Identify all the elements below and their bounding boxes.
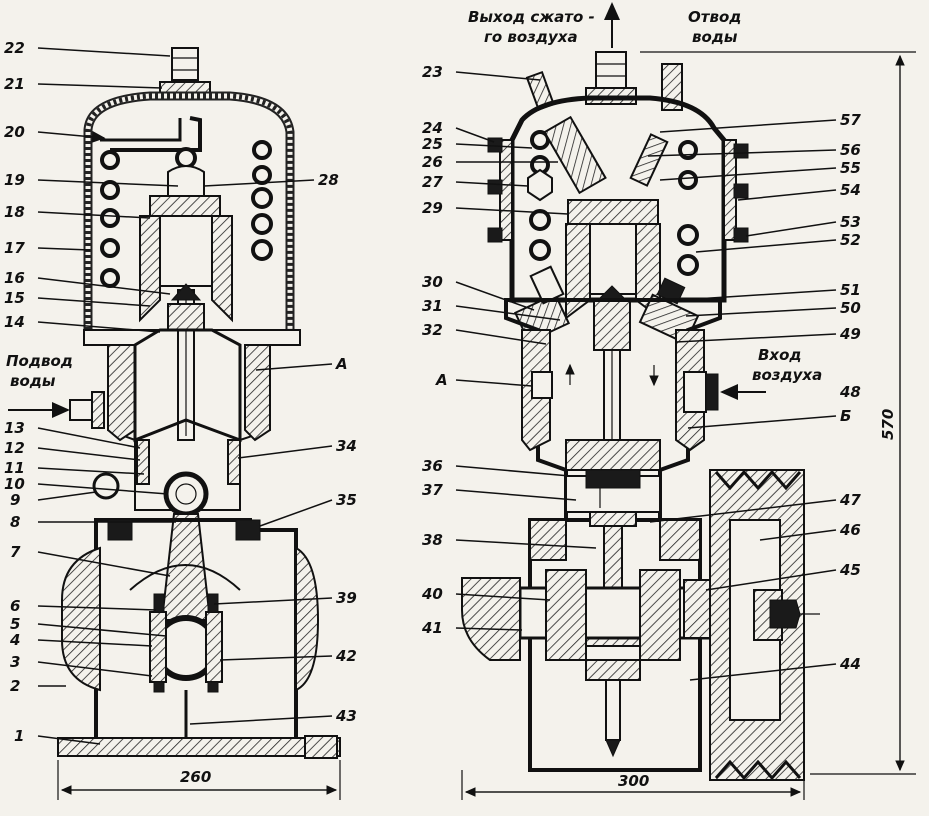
callout-43: 43 [335,707,357,725]
callout-53: 53 [840,213,861,231]
chamber-label-a-left: А [335,355,348,373]
callout-44: 44 [839,655,861,673]
callout-22: 22 [4,39,25,57]
callout-26: 26 [422,153,443,171]
callout-54: 54 [840,181,861,199]
callout-41: 41 [421,619,443,637]
callout-15: 15 [4,289,25,307]
pulley [709,469,805,781]
air-outlet-label-line2: го воздуха [484,28,578,46]
callout-51: 51 [840,281,861,299]
callout-8: 8 [10,513,20,531]
callout-4: 4 [9,631,20,649]
callout-27: 27 [422,173,443,191]
callout-2: 2 [10,677,20,695]
water-inlet-label-line1: Подвод [6,352,73,370]
water-outlet-label-line2: воды [692,28,738,46]
callout-40: 40 [421,585,443,603]
callout-37: 37 [422,481,443,499]
chamber-label-a-right: А [435,371,448,389]
right-sectional-view [461,51,820,781]
dimension-300: 300 [618,772,649,790]
callout-23: 23 [422,63,443,81]
callout-49: 49 [839,325,861,343]
callout-32: 32 [422,321,443,339]
callout-17: 17 [4,239,25,257]
water-outlet-label-line1: Отвод [688,8,741,26]
callout-10: 10 [4,475,25,493]
callout-55: 55 [840,159,861,177]
dimension-lines [57,51,916,800]
callout-9: 9 [10,491,20,509]
cooling-coil-left [100,150,120,288]
callout-16: 16 [4,269,25,287]
callout-3: 3 [10,653,20,671]
callout-35: 35 [336,491,357,509]
callout-13: 13 [4,419,25,437]
callout-34: 34 [336,437,357,455]
dimension-260: 260 [180,768,211,786]
callout-19: 19 [4,171,25,189]
callout-42: 42 [335,647,357,665]
callout-39: 39 [336,589,357,607]
callout-36: 36 [422,457,443,475]
callout-14: 14 [4,313,25,331]
callout-38: 38 [422,531,443,549]
dimension-570: 570 [879,409,897,440]
callout-leaders [8,2,837,745]
left-sectional-view [57,47,341,759]
callout-48: 48 [839,383,861,401]
callout-29: 29 [422,199,443,217]
callout-52: 52 [840,231,861,249]
callout-46: 46 [839,521,861,539]
air-inlet-label-line2: воздуха [752,366,822,384]
callout-45: 45 [839,561,861,579]
air-inlet-label-line1: Вход [758,346,802,364]
callout-6: 6 [10,597,20,615]
callout-1: 1 [14,727,24,745]
callout-5: 5 [10,615,20,633]
water-inlet-label-line2: воды [10,372,56,390]
right-callout-numbers: 23 24 25 26 27 29 30 31 32 36 37 38 40 4… [421,63,861,673]
left-callout-numbers: 22 21 20 19 18 17 16 15 14 13 12 11 10 9… [4,39,357,745]
right-cooling-coil-right [677,140,699,276]
cooling-coil-right [251,140,273,261]
callout-12: 12 [4,439,25,457]
air-outlet-label-line1: Выход сжато - [468,8,595,26]
chamber-label-b: Б [840,407,851,425]
callout-11: 11 [4,459,25,477]
callout-21: 21 [4,75,25,93]
callout-18: 18 [4,203,25,221]
callout-57: 57 [840,111,861,129]
callout-25: 25 [422,135,443,153]
callout-7: 7 [10,543,21,561]
callout-56: 56 [840,141,861,159]
piston-rings [136,439,241,485]
callout-24: 24 [422,119,443,137]
callout-28: 28 [318,171,339,189]
callout-30: 30 [422,273,443,291]
callout-50: 50 [840,299,861,317]
callout-20: 20 [4,123,25,141]
callout-47: 47 [839,491,861,509]
callout-31: 31 [422,297,443,315]
